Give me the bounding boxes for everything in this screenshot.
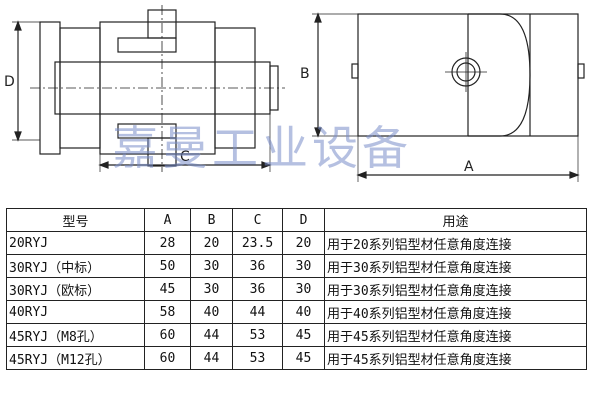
label-d: D	[4, 74, 15, 90]
spec-table: 型号 A B C D 用途 20RYJ 28 20 23.5 20 用于20系列…	[6, 208, 587, 370]
cell-b: 20	[190, 231, 233, 255]
cell-a: 60	[144, 323, 191, 347]
cell-c: 53	[232, 346, 283, 370]
cell-d: 30	[282, 254, 325, 278]
cell-d: 45	[282, 346, 325, 370]
cell-c: 23.5	[232, 231, 283, 255]
cell-usage: 用于45系列铝型材任意角度连接	[324, 323, 587, 347]
cell-d: 40	[282, 300, 325, 324]
header-b: B	[190, 208, 233, 232]
cell-usage: 用于20系列铝型材任意角度连接	[324, 231, 587, 255]
cell-a: 50	[144, 254, 191, 278]
cell-c: 53	[232, 323, 283, 347]
cell-usage: 用于45系列铝型材任意角度连接	[324, 346, 587, 370]
cell-b: 44	[190, 323, 233, 347]
cell-usage: 用于30系列铝型材任意角度连接	[324, 277, 587, 301]
header-model: 型号	[6, 208, 145, 232]
label-a: A	[464, 159, 474, 175]
cell-model: 30RYJ（中标）	[6, 254, 145, 278]
cell-b: 30	[190, 254, 233, 278]
header-c: C	[232, 208, 283, 232]
cell-model: 20RYJ	[6, 231, 145, 255]
dimension-d	[12, 20, 40, 142]
cell-usage: 用于30系列铝型材任意角度连接	[324, 254, 587, 278]
table-row: 20RYJ 28 20 23.5 20 用于20系列铝型材任意角度连接	[6, 231, 587, 255]
header-a: A	[144, 208, 191, 232]
cell-b: 30	[190, 277, 233, 301]
table-row: 40RYJ 58 40 44 40 用于40系列铝型材任意角度连接	[6, 300, 587, 324]
cell-a: 28	[144, 231, 191, 255]
table-row: 45RYJ（M8孔） 60 44 53 45 用于45系列铝型材任意角度连接	[6, 323, 587, 347]
header-d: D	[282, 208, 325, 232]
cell-model: 45RYJ（M12孔）	[6, 346, 145, 370]
table-header-row: 型号 A B C D 用途	[6, 208, 587, 232]
dimension-b	[312, 12, 358, 138]
cell-b: 44	[190, 346, 233, 370]
table-row: 30RYJ（欧标） 45 30 36 30 用于30系列铝型材任意角度连接	[6, 277, 587, 301]
label-c: C	[180, 149, 190, 165]
cell-a: 60	[144, 346, 191, 370]
cell-d: 20	[282, 231, 325, 255]
dimension-a	[356, 136, 580, 182]
dimension-c	[98, 114, 272, 172]
table-row: 30RYJ（中标） 50 30 36 30 用于30系列铝型材任意角度连接	[6, 254, 587, 278]
right-view	[351, 13, 585, 137]
cell-c: 36	[232, 277, 283, 301]
cell-usage: 用于40系列铝型材任意角度连接	[324, 300, 587, 324]
cell-model: 30RYJ（欧标）	[6, 277, 145, 301]
cell-model: 45RYJ（M8孔）	[6, 323, 145, 347]
cell-c: 44	[232, 300, 283, 324]
table-row: 45RYJ（M12孔） 60 44 53 45 用于45系列铝型材任意角度连接	[6, 346, 587, 370]
cell-c: 36	[232, 254, 283, 278]
cell-model: 40RYJ	[6, 300, 145, 324]
cell-b: 40	[190, 300, 233, 324]
cell-a: 58	[144, 300, 191, 324]
cell-d: 30	[282, 277, 325, 301]
left-view	[30, 5, 285, 172]
label-b: B	[300, 66, 310, 82]
header-usage: 用途	[324, 208, 587, 232]
cell-a: 45	[144, 277, 191, 301]
technical-drawing: D C B A	[4, 5, 585, 182]
cell-d: 45	[282, 323, 325, 347]
